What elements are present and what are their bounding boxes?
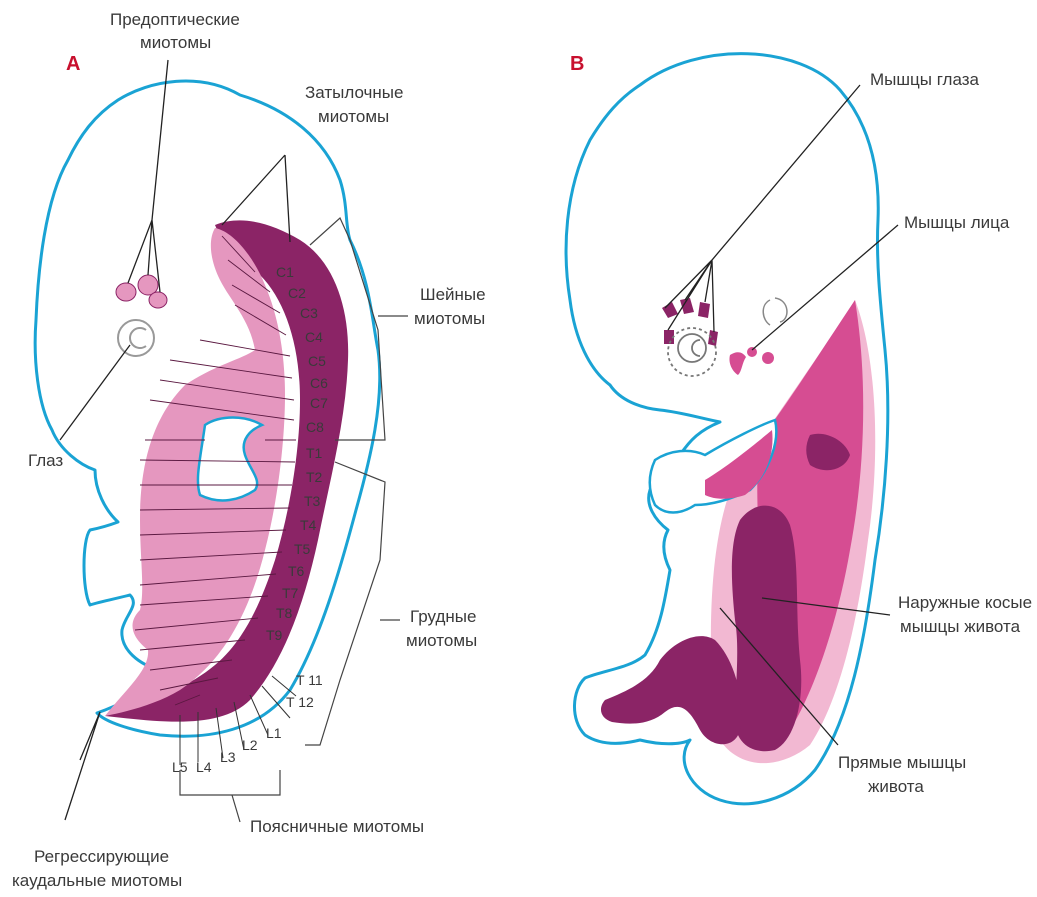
segment-label: T2	[306, 469, 323, 485]
segment-label: L4	[196, 759, 212, 775]
preoptic-label-2: миотомы	[140, 33, 211, 52]
thoracic-label-1: Грудные	[410, 607, 476, 626]
segment-label: C1	[276, 264, 294, 280]
segment-label: C2	[288, 285, 306, 301]
face-muscles-label: Мышцы лица	[904, 213, 1010, 232]
segment-label: C6	[310, 375, 328, 391]
cervical-label-2: миотомы	[414, 309, 485, 328]
thoracic-label-2: миотомы	[406, 631, 477, 650]
segment-label: T9	[266, 627, 283, 643]
occipital-label-2: миотомы	[318, 107, 389, 126]
segment-label: T1	[306, 445, 323, 461]
rectus-label-2: живота	[868, 777, 924, 796]
external-oblique-label-2: мышцы живота	[900, 617, 1021, 636]
segment-label: T6	[288, 563, 305, 579]
occipital-label-1: Затылочные	[305, 83, 403, 102]
panel-b-label: B	[570, 53, 584, 75]
segment-label: C8	[306, 419, 324, 435]
panel-a: A	[12, 10, 486, 890]
segment-label: T3	[304, 493, 321, 509]
segment-label: T8	[276, 605, 293, 621]
caudal-label-1: Регрессирующие	[34, 847, 169, 866]
eye-label: Глаз	[28, 451, 63, 470]
segment-label: C4	[305, 329, 323, 345]
eye-muscles-label: Мышцы глаза	[870, 70, 980, 89]
cervical-label-1: Шейные	[420, 285, 486, 304]
segment-label: L2	[242, 737, 258, 753]
segment-label: L1	[266, 725, 282, 741]
segment-label: T 11	[296, 672, 323, 688]
lumbar-label: Поясничные миотомы	[250, 817, 424, 836]
segment-label: C7	[310, 395, 328, 411]
external-oblique-label-1: Наружные косые	[898, 593, 1032, 612]
segment-label: T5	[294, 541, 311, 557]
rectus-muscle	[732, 506, 801, 752]
segment-label: C5	[308, 353, 326, 369]
preoptic-label-1: Предоптические	[110, 10, 240, 29]
rectus-label-1: Прямые мышцы	[838, 753, 966, 772]
segment-label: T4	[300, 517, 317, 533]
segment-label: L5	[172, 759, 188, 775]
segment-label: L3	[220, 749, 236, 765]
segment-label: T7	[282, 585, 299, 601]
panel-a-label: A	[66, 53, 80, 75]
caudal-label-2: каудальные миотомы	[12, 871, 182, 890]
panel-b: B	[566, 53, 1032, 804]
segment-label: T 12	[286, 694, 314, 710]
segment-label: C3	[300, 305, 318, 321]
